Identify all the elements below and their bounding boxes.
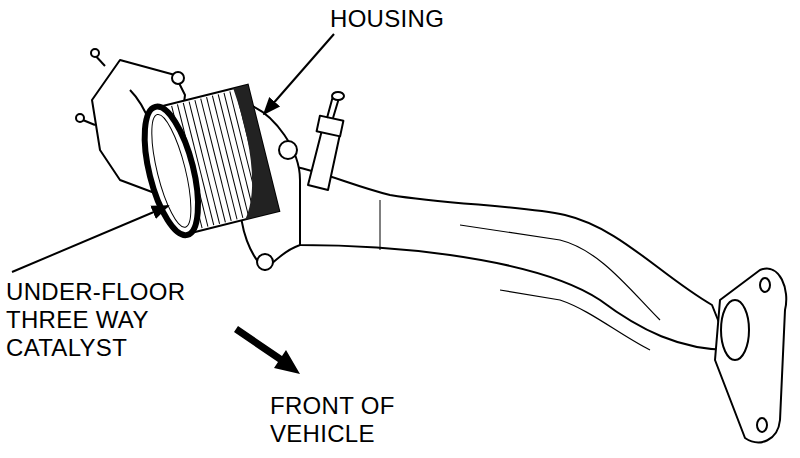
direction-label: FRONT OF VEHICLE — [270, 392, 430, 448]
part-label: UNDER-FLOOR THREE WAY CATALYST — [6, 278, 221, 362]
part-label: HOUSING — [330, 5, 500, 33]
direction-arrow — [234, 326, 300, 374]
pipe-body — [76, 49, 786, 442]
leader-line — [12, 206, 168, 272]
catalyst-cylinder — [134, 84, 279, 240]
leader-line — [264, 34, 334, 114]
